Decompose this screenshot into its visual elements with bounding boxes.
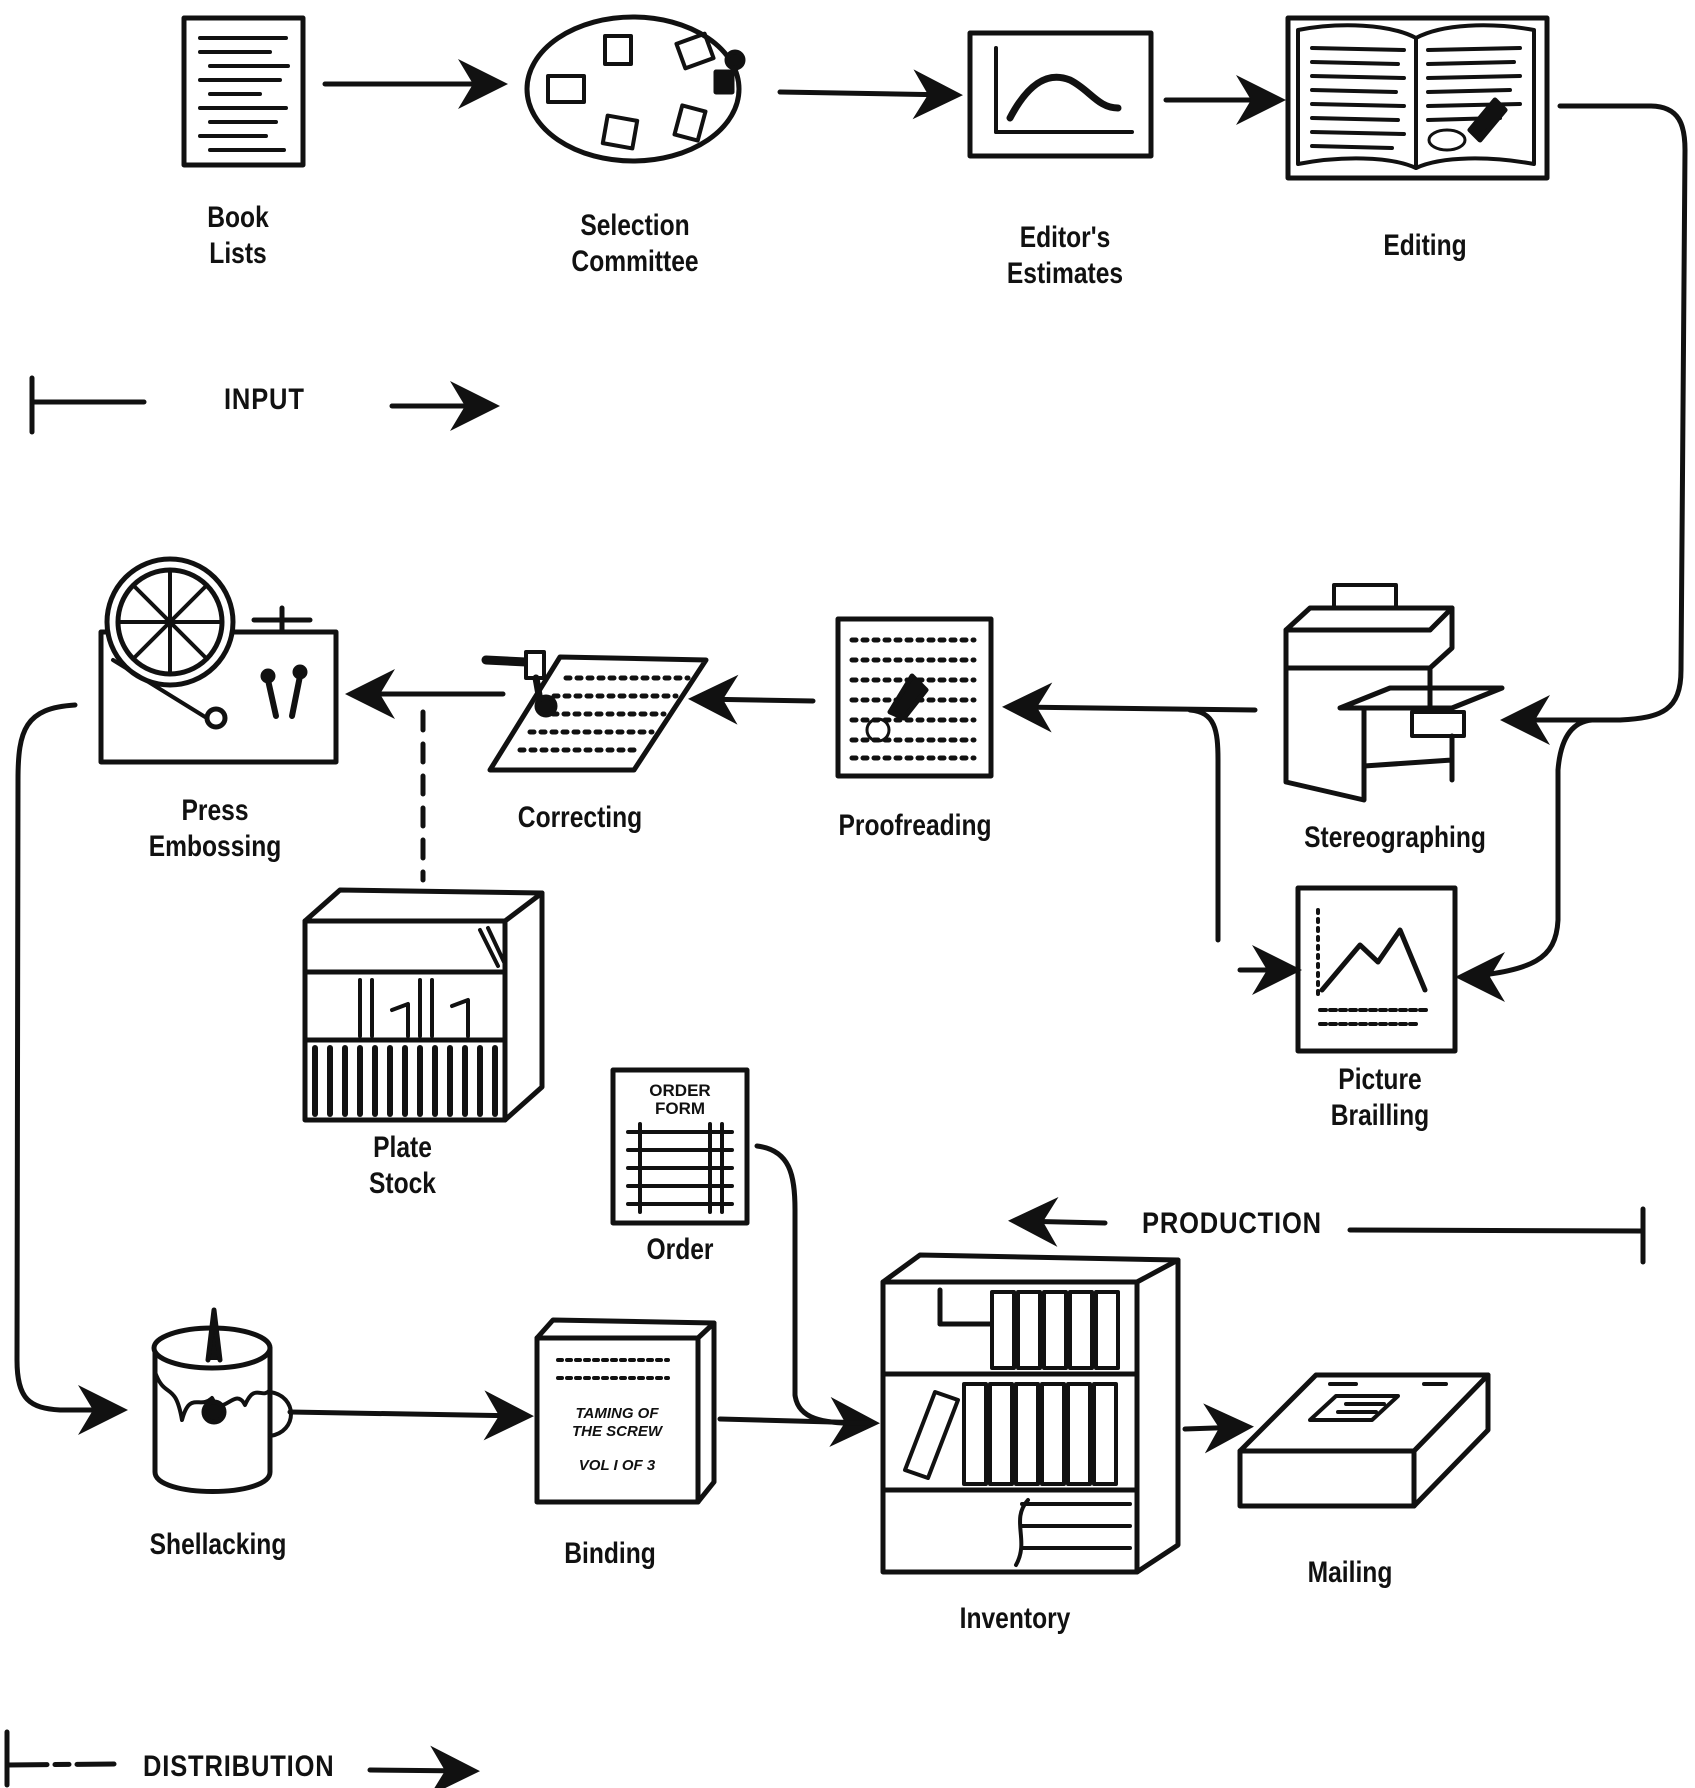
mailing-line-1: Mailing — [1301, 1555, 1399, 1591]
label-press-embossing: Press Embossing — [145, 793, 284, 865]
label-mailing: Mailing — [1301, 1555, 1399, 1591]
order-form-heading-line-1: ORDER — [649, 1081, 710, 1100]
phase-distribution-label: DISTRIBUTION — [143, 1750, 335, 1784]
shellacking-icon — [154, 1310, 291, 1492]
inventory-icon — [883, 1255, 1178, 1572]
selection-committee-line-2: Committee — [553, 244, 717, 280]
order-form-heading-line-2: FORM — [655, 1099, 705, 1118]
press-embossing-icon — [101, 559, 336, 762]
phase-production-label: PRODUCTION — [1142, 1207, 1322, 1241]
label-book-lists: Book Lists — [181, 200, 296, 272]
label-correcting: Correcting — [506, 800, 654, 836]
editors-estimates-icon — [970, 33, 1151, 156]
label-plate-stock: Plate Stock — [351, 1130, 454, 1202]
plate-stock-icon — [305, 890, 542, 1120]
label-binding: Binding — [553, 1536, 668, 1572]
editing-line-1: Editing — [1368, 228, 1483, 264]
book-lists-line-1: Book — [181, 200, 296, 236]
plate-stock-line-1: Plate — [351, 1130, 454, 1166]
label-proofreading: Proofreading — [829, 808, 1001, 844]
label-shellacking: Shellacking — [144, 1527, 292, 1563]
mailing-icon — [1240, 1375, 1488, 1506]
label-order: Order — [631, 1232, 729, 1268]
label-editors-estimates: Editor's Estimates — [991, 220, 1139, 292]
order-line-1: Order — [631, 1232, 729, 1268]
picture-brailling-line-1: Picture — [1314, 1062, 1445, 1098]
correcting-line-1: Correcting — [506, 800, 654, 836]
book-lists-line-2: Lists — [181, 236, 296, 272]
book-cover-line-1: TAMING OF — [575, 1405, 659, 1422]
shellacking-line-1: Shellacking — [144, 1527, 292, 1563]
editors-estimates-line-2: Estimates — [991, 256, 1139, 292]
picture-brailling-icon — [1298, 888, 1455, 1051]
editors-estimates-line-1: Editor's — [991, 220, 1139, 256]
label-inventory: Inventory — [949, 1601, 1080, 1637]
book-cover-line-2: THE SCREW — [572, 1423, 664, 1440]
plate-stock-line-2: Stock — [351, 1166, 454, 1202]
correcting-icon — [486, 652, 706, 770]
label-stereographing: Stereographing — [1293, 820, 1498, 856]
order-form-icon: ORDER FORM — [613, 1070, 747, 1223]
book-lists-icon — [184, 18, 303, 165]
book-cover-line-3: VOL I OF 3 — [579, 1457, 656, 1474]
phase-input-label: INPUT — [224, 383, 305, 417]
proofreading-line-1: Proofreading — [829, 808, 1001, 844]
stereographing-icon — [1286, 585, 1502, 800]
inventory-line-1: Inventory — [949, 1601, 1080, 1637]
binding-line-1: Binding — [553, 1536, 668, 1572]
stereographing-line-1: Stereographing — [1293, 820, 1498, 856]
selection-committee-line-1: Selection — [553, 208, 717, 244]
press-embossing-line-2: Embossing — [145, 829, 284, 865]
selection-committee-icon — [527, 17, 743, 161]
editing-icon — [1288, 18, 1547, 178]
label-editing: Editing — [1368, 228, 1483, 264]
picture-brailling-line-2: Brailling — [1314, 1098, 1445, 1134]
proofreading-icon — [838, 619, 991, 776]
press-embossing-line-1: Press — [145, 793, 284, 829]
label-selection-committee: Selection Committee — [553, 208, 717, 280]
binding-icon: TAMING OF THE SCREW VOL I OF 3 — [537, 1320, 714, 1502]
label-picture-brailling: Picture Brailling — [1314, 1062, 1445, 1134]
